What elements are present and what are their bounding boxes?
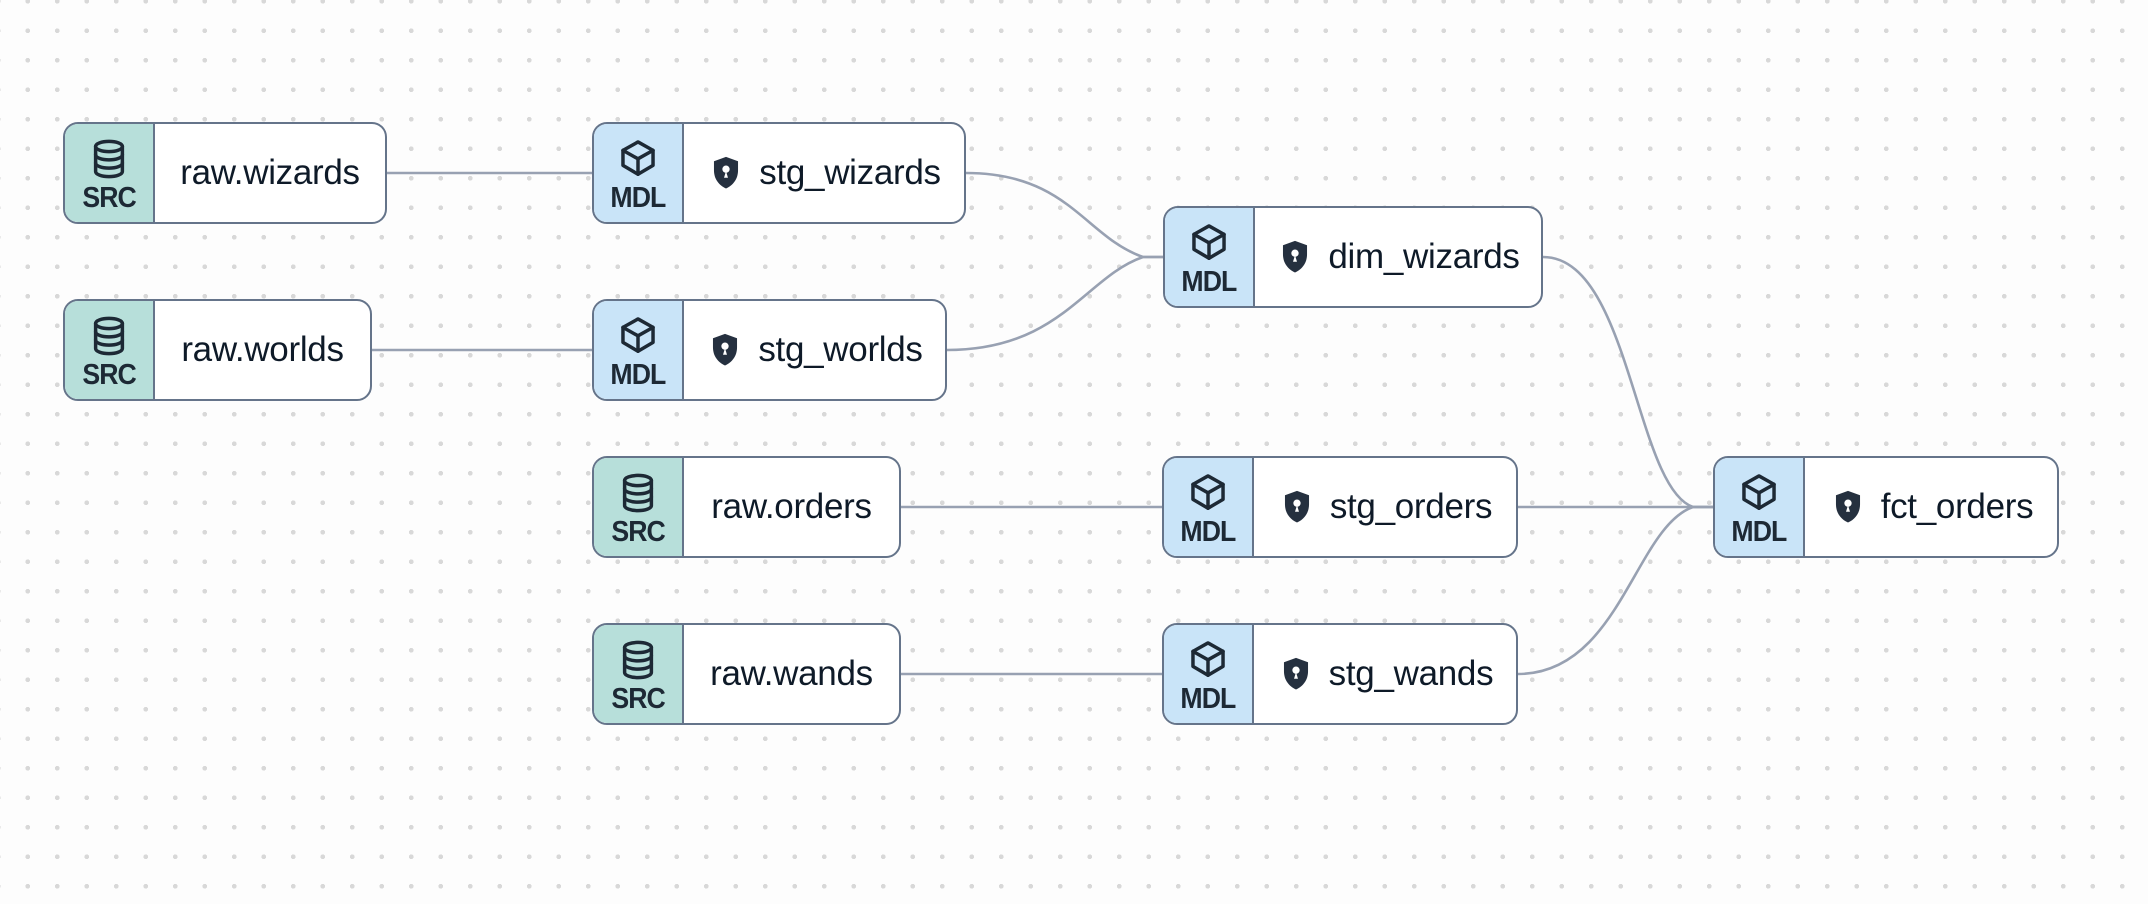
node-stg_wizards[interactable]: MDL stg_wizards bbox=[592, 122, 966, 224]
node-kind-badge: SRC bbox=[65, 124, 155, 222]
node-kind-label: MDL bbox=[610, 358, 666, 391]
node-fct_orders[interactable]: MDL fct_orders bbox=[1713, 456, 2059, 558]
node-label: fct_orders bbox=[1880, 487, 2034, 526]
node-label: stg_wizards bbox=[759, 153, 941, 192]
node-kind-badge: MDL bbox=[594, 301, 684, 399]
database-icon bbox=[87, 314, 131, 358]
node-kind-badge: MDL bbox=[1715, 458, 1805, 556]
node-body: stg_orders bbox=[1254, 458, 1516, 556]
node-label: stg_wands bbox=[1328, 654, 1494, 693]
shield-lock-icon bbox=[706, 331, 744, 369]
edge-stg_wands-to-fct_orders bbox=[1516, 505, 1715, 676]
node-label: raw.orders bbox=[711, 487, 872, 526]
database-icon bbox=[87, 137, 131, 181]
shield-lock-icon bbox=[1278, 488, 1316, 526]
database-icon bbox=[616, 638, 660, 682]
shield-lock-icon bbox=[1829, 488, 1867, 526]
cube-icon bbox=[1737, 471, 1781, 515]
node-kind-badge: MDL bbox=[1164, 625, 1254, 723]
node-label: raw.wands bbox=[710, 654, 873, 693]
node-kind-badge: MDL bbox=[1164, 458, 1254, 556]
node-dim_wizards[interactable]: MDL dim_wizards bbox=[1163, 206, 1543, 308]
node-stg_worlds[interactable]: MDL stg_worlds bbox=[592, 299, 947, 401]
edge-stg_worlds-to-dim_wizards bbox=[945, 255, 1165, 352]
node-label: dim_wizards bbox=[1328, 237, 1520, 276]
node-kind-label: MDL bbox=[1181, 265, 1237, 298]
node-stg_wands[interactable]: MDL stg_wands bbox=[1162, 623, 1518, 725]
node-kind-label: SRC bbox=[82, 181, 136, 214]
node-kind-badge: SRC bbox=[594, 458, 684, 556]
shield-lock-icon bbox=[1277, 655, 1315, 693]
node-kind-label: SRC bbox=[82, 358, 136, 391]
edge-dim_wizards-to-fct_orders bbox=[1541, 255, 1715, 509]
node-raw_orders[interactable]: SRC raw.orders bbox=[592, 456, 901, 558]
database-icon bbox=[616, 471, 660, 515]
node-kind-badge: SRC bbox=[594, 625, 684, 723]
node-raw_worlds[interactable]: SRC raw.worlds bbox=[63, 299, 372, 401]
node-kind-label: MDL bbox=[1731, 515, 1787, 548]
node-label: raw.wizards bbox=[180, 153, 360, 192]
shield-lock-icon bbox=[707, 154, 745, 192]
cube-icon bbox=[1187, 221, 1231, 265]
node-body: stg_wizards bbox=[684, 124, 964, 222]
node-raw_wands[interactable]: SRC raw.wands bbox=[592, 623, 901, 725]
node-kind-label: MDL bbox=[1180, 515, 1236, 548]
node-kind-badge: MDL bbox=[1165, 208, 1255, 306]
cube-icon bbox=[616, 314, 660, 358]
node-label: stg_orders bbox=[1329, 487, 1493, 526]
node-body: raw.worlds bbox=[155, 301, 370, 399]
node-kind-badge: MDL bbox=[594, 124, 684, 222]
node-kind-badge: SRC bbox=[65, 301, 155, 399]
node-body: stg_wands bbox=[1254, 625, 1516, 723]
shield-lock-icon bbox=[1276, 238, 1314, 276]
node-body: raw.wands bbox=[684, 625, 899, 723]
node-kind-label: MDL bbox=[610, 181, 666, 214]
cube-icon bbox=[616, 137, 660, 181]
node-kind-label: SRC bbox=[611, 682, 665, 715]
node-body: raw.wizards bbox=[155, 124, 385, 222]
node-body: dim_wizards bbox=[1255, 208, 1541, 306]
node-raw_wizards[interactable]: SRC raw.wizards bbox=[63, 122, 387, 224]
node-body: stg_worlds bbox=[684, 301, 945, 399]
node-label: raw.worlds bbox=[181, 330, 344, 369]
node-kind-label: MDL bbox=[1180, 682, 1236, 715]
node-stg_orders[interactable]: MDL stg_orders bbox=[1162, 456, 1518, 558]
node-label: stg_worlds bbox=[758, 330, 923, 369]
edge-stg_wizards-to-dim_wizards bbox=[964, 171, 1165, 259]
node-body: fct_orders bbox=[1805, 458, 2057, 556]
node-body: raw.orders bbox=[684, 458, 899, 556]
node-kind-label: SRC bbox=[611, 515, 665, 548]
cube-icon bbox=[1186, 471, 1230, 515]
cube-icon bbox=[1186, 638, 1230, 682]
